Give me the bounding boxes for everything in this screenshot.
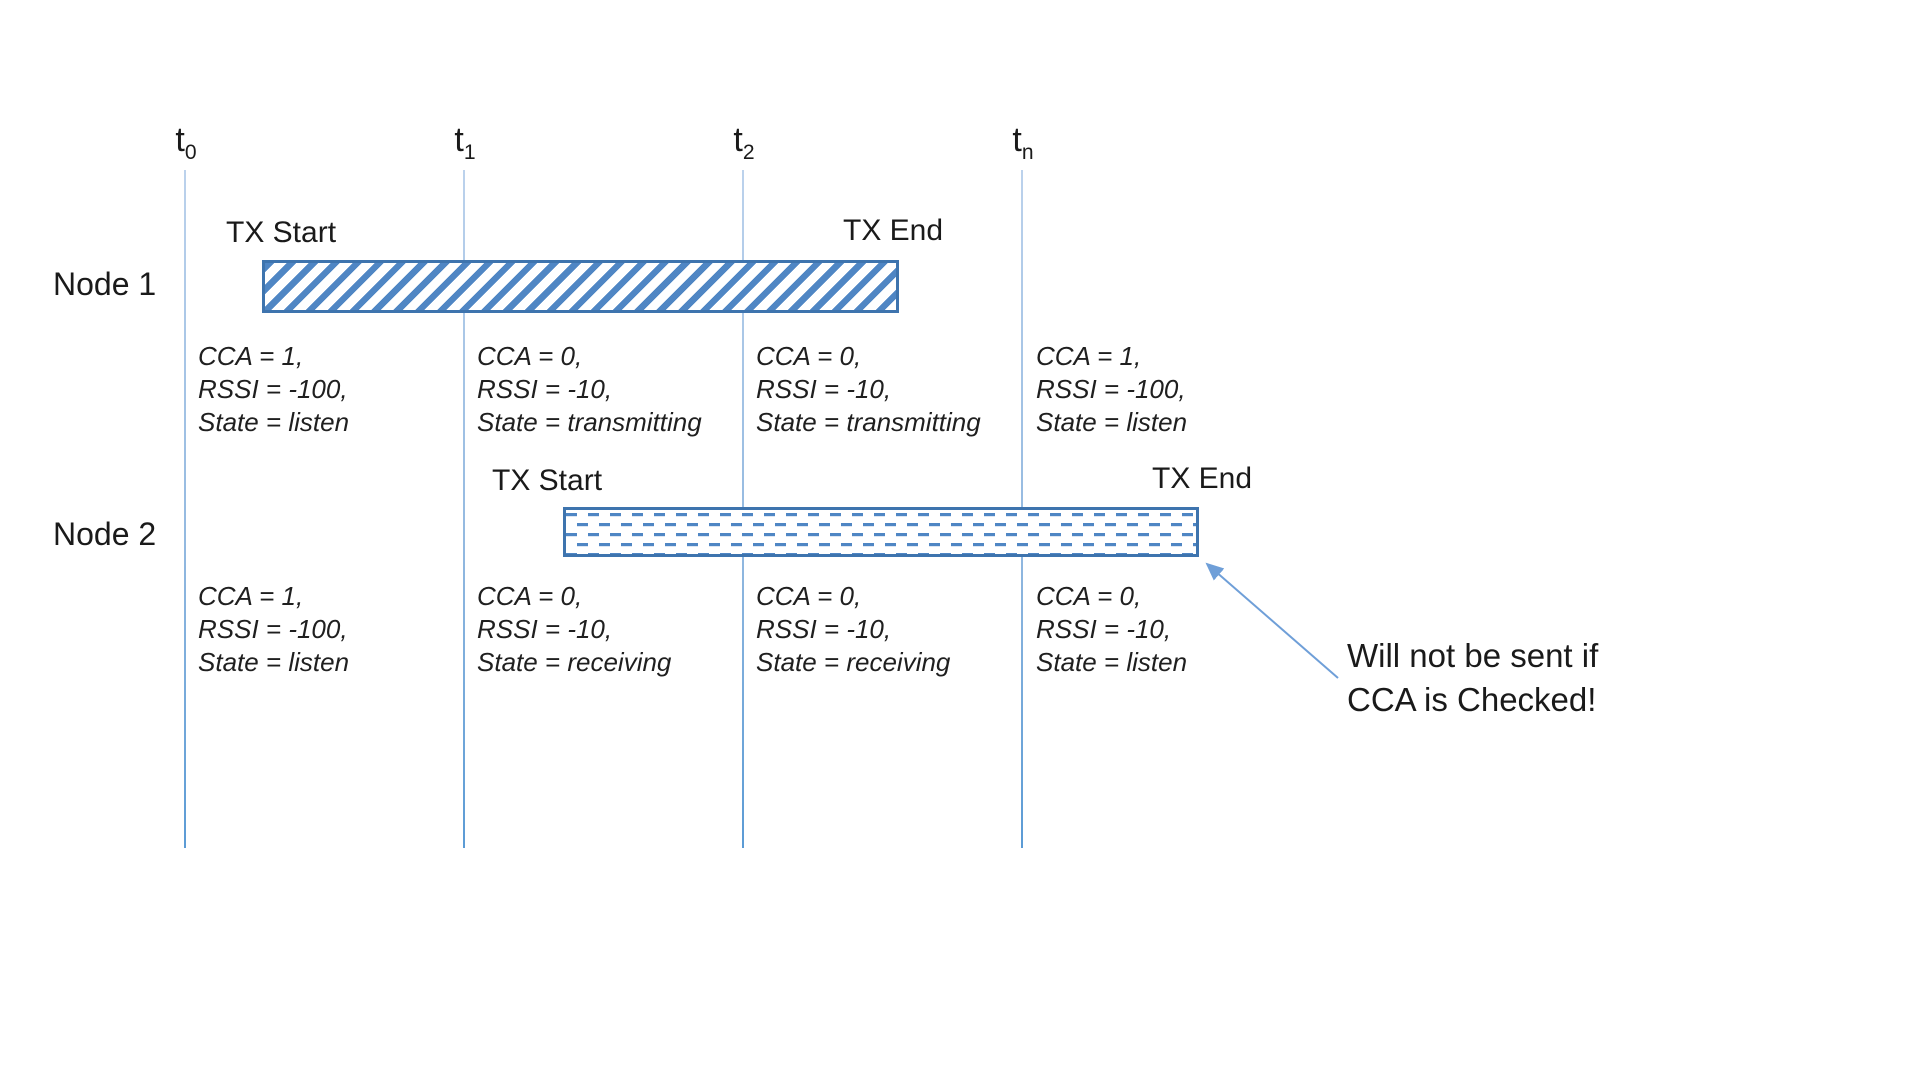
tick-t1-symbol: t: [454, 121, 464, 159]
node2-state-t1-cca: CCA = 0,: [477, 581, 583, 611]
node2-state-tn: CCA = 0, RSSI = -10, State = listen: [1036, 580, 1308, 679]
tick-t1-subscript: 1: [463, 140, 476, 164]
node1-state-tn-rssi: RSSI = -100,: [1036, 374, 1186, 404]
node1-state-t1-rssi: RSSI = -10,: [477, 374, 613, 404]
node1-state-t2: CCA = 0, RSSI = -10, State = transmittin…: [756, 340, 1028, 439]
node2-tx-bar: [563, 507, 1199, 557]
callout-text-line2: CCA is Checked!: [1347, 681, 1597, 718]
node1-tx-end-label: TX End: [843, 214, 944, 247]
node1-state-t0-rssi: RSSI = -100,: [198, 374, 348, 404]
node2-state-t2-cca: CCA = 0,: [756, 581, 862, 611]
node1-state-t1-state: State = transmitting: [477, 407, 702, 437]
callout-text-line1: Will not be sent if: [1347, 637, 1599, 674]
node1-label: Node 1: [53, 266, 157, 302]
node1-state-tn-cca: CCA = 1,: [1036, 341, 1142, 371]
node1-state-t0-state: State = listen: [198, 407, 350, 437]
node1-state-t0-cca: CCA = 1,: [198, 341, 304, 371]
node2-state-t0-rssi: RSSI = -100,: [198, 614, 348, 644]
callout-arrow-icon: [1205, 562, 1339, 679]
callout-text: Will not be sent if CCA is Checked!: [1347, 634, 1687, 722]
node1-state-tn-state: State = listen: [1036, 407, 1188, 437]
node2-label: Node 2: [53, 516, 157, 552]
node2-bar-dash-pattern: [566, 510, 1196, 554]
node2-tx-end-label: TX End: [1152, 462, 1253, 495]
tick-t0-subscript: 0: [184, 140, 197, 164]
tick-t2-subscript: 2: [742, 140, 755, 164]
tick-tn-symbol: t: [1012, 121, 1022, 159]
node2-state-t0: CCA = 1, RSSI = -100, State = listen: [198, 580, 470, 679]
node1-state-t0: CCA = 1, RSSI = -100, State = listen: [198, 340, 470, 439]
node2-state-tn-rssi: RSSI = -10,: [1036, 614, 1172, 644]
timeline-line-t1: [463, 170, 465, 848]
tick-label-t2: t2: [699, 120, 789, 163]
tick-t2-symbol: t: [733, 121, 743, 159]
node2-state-tn-state: State = listen: [1036, 647, 1188, 677]
node2-state-t2-rssi: RSSI = -10,: [756, 614, 892, 644]
node2-state-t2: CCA = 0, RSSI = -10, State = receiving: [756, 580, 1028, 679]
node1-state-tn: CCA = 1, RSSI = -100, State = listen: [1036, 340, 1308, 439]
node1-state-t2-cca: CCA = 0,: [756, 341, 862, 371]
node2-state-t1-state: State = receiving: [477, 647, 672, 677]
tick-tn-subscript: n: [1021, 140, 1034, 164]
node1-state-t2-state: State = transmitting: [756, 407, 981, 437]
node2-state-t2-state: State = receiving: [756, 647, 951, 677]
tick-label-t1: t1: [420, 120, 510, 163]
node1-state-t1-cca: CCA = 0,: [477, 341, 583, 371]
node2-state-tn-cca: CCA = 0,: [1036, 581, 1142, 611]
node1-tx-start-label: TX Start: [226, 216, 337, 249]
tick-t0-symbol: t: [175, 121, 185, 159]
node2-state-t1-rssi: RSSI = -10,: [477, 614, 613, 644]
node2-state-t0-state: State = listen: [198, 647, 350, 677]
tick-label-t0: t0: [141, 120, 231, 163]
tick-label-tn: tn: [978, 120, 1068, 163]
node2-state-t0-cca: CCA = 1,: [198, 581, 304, 611]
node1-tx-bar: [262, 260, 899, 313]
node1-state-t1: CCA = 0, RSSI = -10, State = transmittin…: [477, 340, 749, 439]
node2-tx-start-label: TX Start: [492, 464, 603, 497]
node1-state-t2-rssi: RSSI = -10,: [756, 374, 892, 404]
node2-state-t1: CCA = 0, RSSI = -10, State = receiving: [477, 580, 749, 679]
timeline-line-t0: [184, 170, 186, 848]
